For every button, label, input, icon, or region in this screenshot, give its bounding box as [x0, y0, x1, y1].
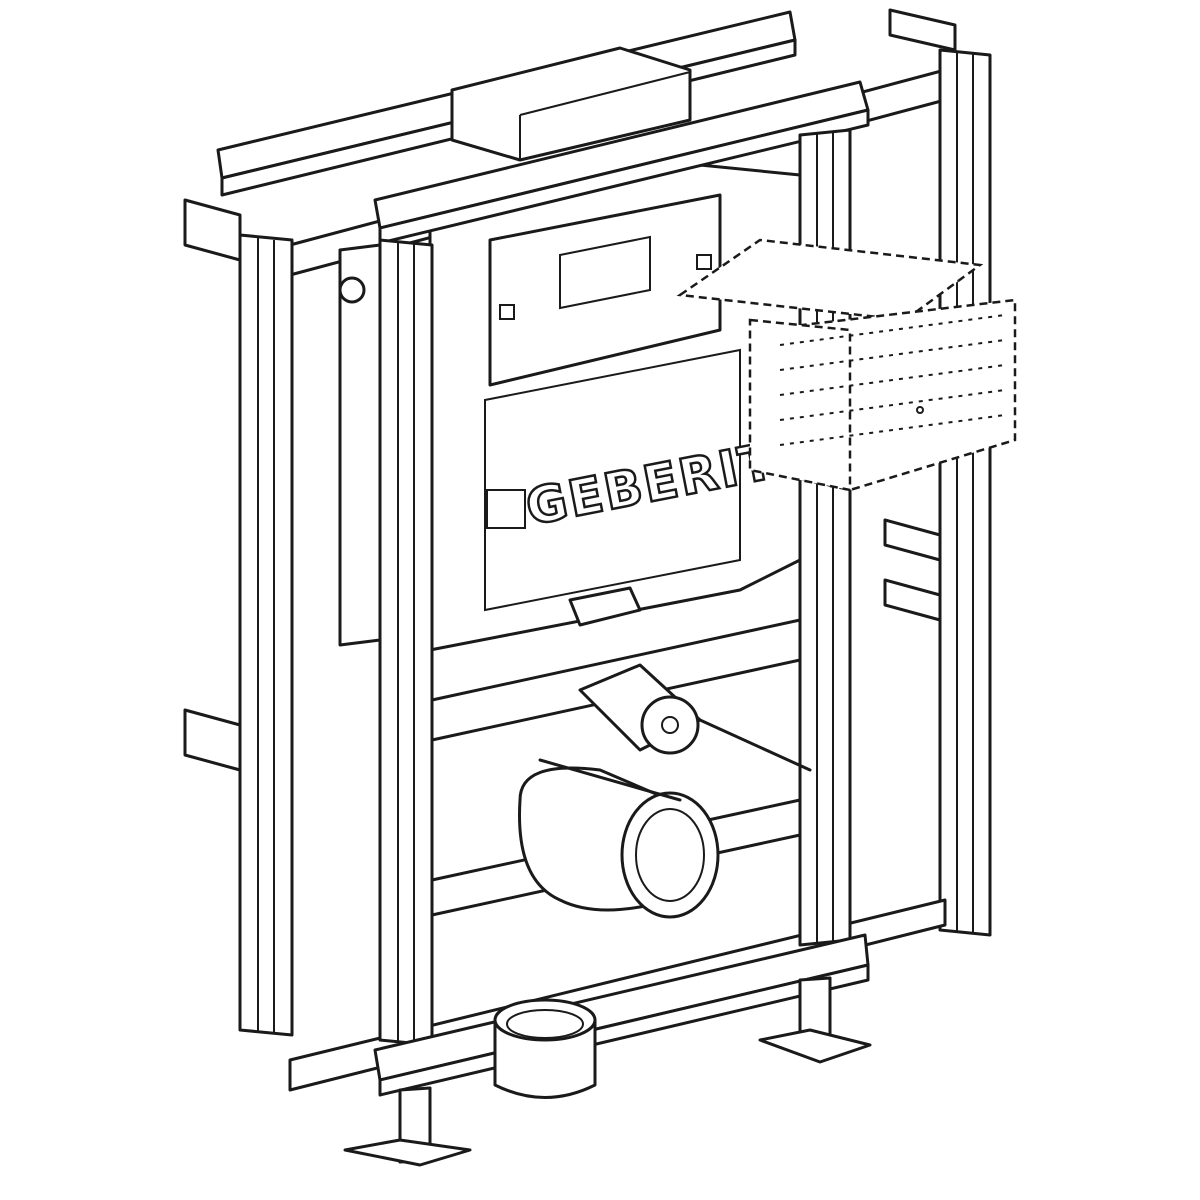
- wall-bracket: [883, 578, 942, 622]
- cistern: GEBERIT: [338, 163, 802, 652]
- drain-cup: [493, 998, 597, 1099]
- threaded-rod: [698, 718, 812, 772]
- wall-bracket: [883, 518, 942, 562]
- valve-knob: [338, 276, 366, 304]
- front-left-post: [378, 238, 434, 1047]
- logo-square: [486, 489, 526, 529]
- drain-bend: [518, 758, 720, 919]
- actuator-opening: [488, 193, 722, 387]
- feet: [343, 976, 872, 1167]
- supply-connection: [578, 663, 812, 772]
- top-housing: [450, 46, 692, 162]
- threaded-rod: [538, 758, 682, 802]
- optional-box-dashed: [676, 238, 1017, 492]
- wall-bracket: [183, 198, 242, 262]
- rear-right-post: [938, 48, 992, 937]
- control-window: [559, 235, 651, 310]
- rear-left-post: [238, 233, 294, 1037]
- front-bottom-rail: [373, 933, 870, 1082]
- wall-bracket: [183, 708, 242, 772]
- cistern-front-panel: [484, 348, 741, 612]
- side-valve: [338, 243, 382, 647]
- flush-bend: [568, 586, 642, 627]
- wall-bracket: [888, 8, 957, 52]
